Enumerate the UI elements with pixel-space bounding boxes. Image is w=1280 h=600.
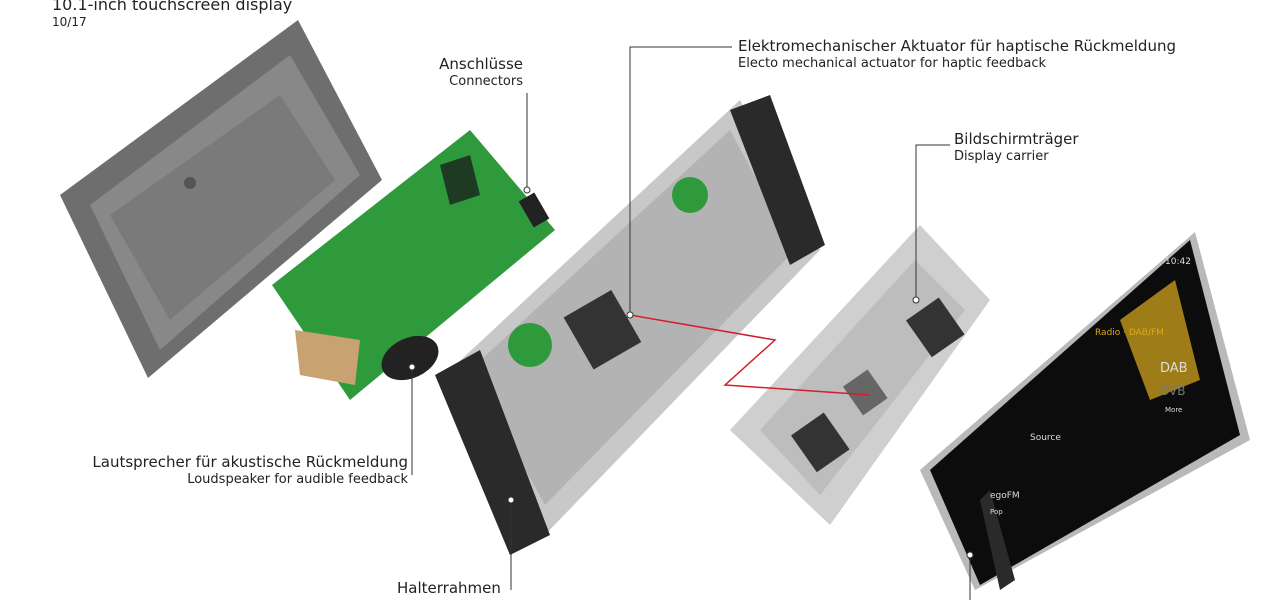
actuator-link-line <box>629 314 871 396</box>
speaker-label-en: Loudspeaker for audible feedback <box>187 472 408 487</box>
frame-label-de: Halterrahmen <box>397 579 501 597</box>
actuator-label-de: Elektromechanischer Aktuator für haptisc… <box>738 37 1176 55</box>
page-title: 10.1-inch touchscreen display <box>52 0 293 14</box>
actuator-label-en: Electo mechanical actuator for haptic fe… <box>738 56 1046 71</box>
leader-lines <box>411 46 971 600</box>
carrier-label-de: Bildschirmträger <box>954 130 1079 148</box>
screen-time: 10:42 <box>1165 257 1191 267</box>
carrier-label-en: Display carrier <box>954 149 1049 164</box>
holding-frame <box>435 95 825 555</box>
band-dvb[interactable]: DVB <box>1160 384 1185 398</box>
rear-housing <box>60 20 382 378</box>
band-dab[interactable]: DAB <box>1160 361 1188 376</box>
screen-title: Radio · DAB/FM <box>1095 328 1164 338</box>
station-name: egoFM <box>990 491 1020 501</box>
more-button[interactable]: More <box>1165 406 1182 414</box>
screen-ui: 10:42 Radio · DAB/FM DAB DVB More Source… <box>990 257 1191 516</box>
connectors-label-de: Anschlüsse <box>439 55 523 73</box>
station-genre: Pop <box>990 508 1003 516</box>
display-carrier <box>730 225 990 525</box>
connectors-label-en: Connectors <box>449 74 523 89</box>
circuit-board <box>272 130 555 400</box>
loudspeaker <box>381 335 439 381</box>
source-button[interactable]: Source <box>1030 433 1061 443</box>
page-number: 10/17 <box>52 15 87 29</box>
speaker-label-de: Lautsprecher für akustische Rückmeldung <box>92 453 408 471</box>
touchscreen-display <box>920 232 1250 590</box>
